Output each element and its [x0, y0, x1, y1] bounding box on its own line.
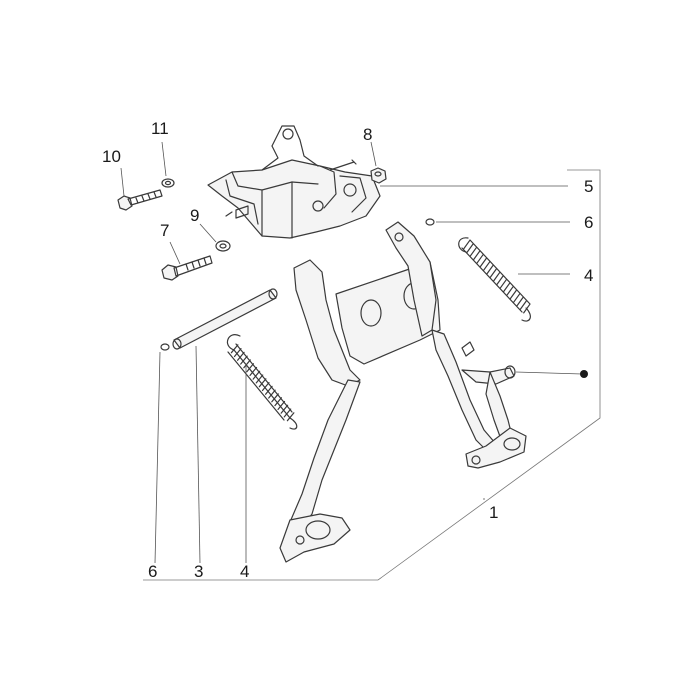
callout-4-bottom: 4 — [240, 562, 250, 581]
spring-coil — [489, 268, 497, 278]
callout-6-right: 6 — [584, 213, 594, 232]
callout-4-right: 4 — [584, 266, 594, 285]
callout-1: 1 — [489, 503, 499, 522]
spring-coil — [499, 279, 507, 289]
callout-10: 10 — [102, 147, 121, 166]
spring-coil — [265, 385, 273, 395]
spring-coil — [503, 282, 511, 293]
nut-8 — [370, 167, 387, 184]
spring-coil — [476, 254, 484, 264]
callout-8: 8 — [363, 125, 373, 144]
washer-11 — [161, 178, 175, 188]
spring-coil — [286, 412, 295, 422]
spring-coil — [258, 378, 267, 388]
spring-coil — [233, 347, 242, 358]
callout-9: 9 — [190, 206, 200, 225]
spring-coil — [268, 389, 276, 399]
screw-10 — [117, 189, 163, 211]
spring-coil — [246, 363, 255, 373]
washer-9 — [215, 240, 231, 252]
spring-coil — [483, 261, 491, 271]
bolt-7 — [161, 255, 213, 281]
callout-3: 3 — [194, 562, 204, 581]
spring-coil — [237, 351, 245, 361]
spring-coil — [463, 239, 471, 250]
spring-coil — [280, 404, 289, 414]
spring-coil — [277, 400, 286, 410]
clip-6-left — [160, 343, 170, 351]
spring-coil — [255, 374, 264, 384]
center-stand-1 — [279, 221, 527, 563]
spring-coil — [493, 271, 501, 282]
spring-coil — [271, 393, 279, 403]
spring-coil — [513, 293, 521, 303]
spring-coil — [516, 296, 524, 307]
spring-coil — [496, 275, 504, 285]
spring-coil — [509, 289, 517, 300]
callout-11: 11 — [151, 119, 169, 138]
spring-coil — [243, 359, 251, 369]
spring-coil — [466, 243, 474, 253]
callout-7: 7 — [160, 221, 170, 240]
spring-coil — [230, 344, 239, 354]
reference-dot — [580, 370, 588, 378]
callout-5: 5 — [584, 177, 594, 196]
spring-4-right — [458, 237, 531, 322]
spring-coil — [249, 366, 258, 376]
spring-coil — [473, 250, 481, 261]
spring-coil — [261, 381, 270, 392]
spring-coil — [283, 408, 292, 418]
spring-coil — [274, 397, 283, 407]
callout-6-bottom: 6 — [148, 562, 158, 581]
spring-coil — [519, 300, 527, 310]
spring-coil — [523, 303, 531, 314]
stand-bracket — [207, 125, 381, 239]
assembly-frame — [143, 169, 601, 581]
spring-coil — [479, 257, 487, 268]
leader-lines — [120, 141, 583, 564]
spring-4-left-coils — [230, 344, 295, 422]
spring-coil — [506, 286, 514, 296]
clip-6-right — [425, 218, 435, 226]
pivot-pin-3 — [172, 288, 278, 350]
spring-4-right-coils — [463, 239, 531, 314]
spring-coil — [252, 370, 261, 380]
spring-coil — [469, 247, 477, 257]
spring-coil — [240, 355, 248, 365]
spring-coil — [486, 264, 494, 275]
